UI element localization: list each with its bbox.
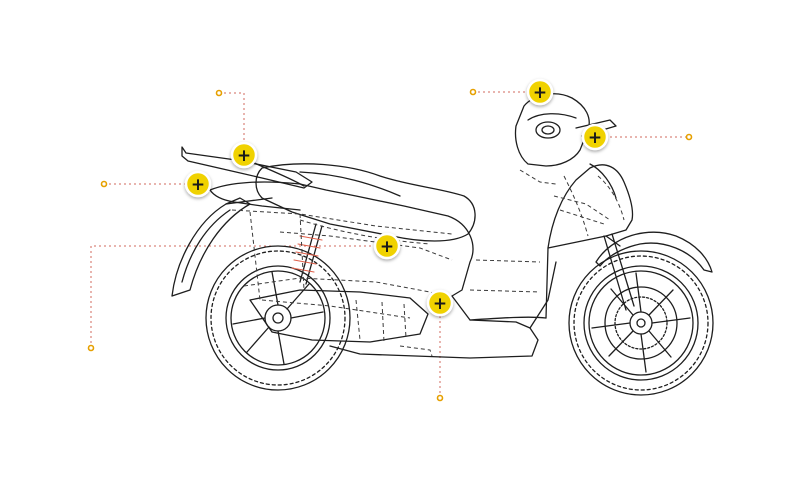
headlight-lens <box>535 121 561 139</box>
front-wheel <box>568 250 714 396</box>
plus-icon <box>526 78 554 106</box>
plus-icon <box>426 289 454 317</box>
engine-case-outline <box>249 289 429 343</box>
plus-icon <box>581 123 609 151</box>
hotspot-glyph: + <box>588 128 602 148</box>
leader-line-rear-shock <box>90 245 386 348</box>
hidden-lines <box>231 169 625 357</box>
hotspot-glyph: + <box>191 175 205 195</box>
leader-dots <box>87 88 693 402</box>
front-fender-outline <box>595 231 713 273</box>
rear-wheel <box>205 245 351 391</box>
front-body-outline <box>545 164 634 319</box>
leader-dot <box>100 180 108 188</box>
plus-icon <box>230 141 258 169</box>
scooter-line-art <box>171 93 714 396</box>
leader-dot <box>685 133 693 141</box>
hotspot-rear-fender[interactable]: + <box>184 170 212 198</box>
rear-body-panel <box>209 181 474 297</box>
leader-line-rear-rack <box>219 92 245 152</box>
hotspot-floorboard[interactable]: + <box>426 289 454 317</box>
leader-dot <box>436 394 444 402</box>
hotspot-glyph: + <box>237 146 251 166</box>
plus-icon <box>373 232 401 260</box>
leader-dot <box>87 344 95 352</box>
leader-dot <box>469 88 477 96</box>
hotspot-handlebar-mirror[interactable]: + <box>581 123 609 151</box>
seat-outline <box>255 163 476 242</box>
rear-rack-outline <box>181 146 313 189</box>
hotspot-rear-rack[interactable]: + <box>230 141 258 169</box>
hotspot-glyph: + <box>380 237 394 257</box>
front-fork <box>603 233 635 311</box>
plus-icon <box>184 170 212 198</box>
hotspot-seat-storage[interactable]: + <box>373 232 401 260</box>
leader-dot <box>215 89 223 97</box>
leader-lines <box>90 91 689 398</box>
hotspot-glyph: + <box>433 294 447 314</box>
hotspot-headlight[interactable]: + <box>526 78 554 106</box>
rear-fender-outline <box>171 197 251 297</box>
hotspot-glyph: + <box>533 83 547 103</box>
floorboard-outline <box>329 295 539 359</box>
headset-outline <box>514 93 590 167</box>
